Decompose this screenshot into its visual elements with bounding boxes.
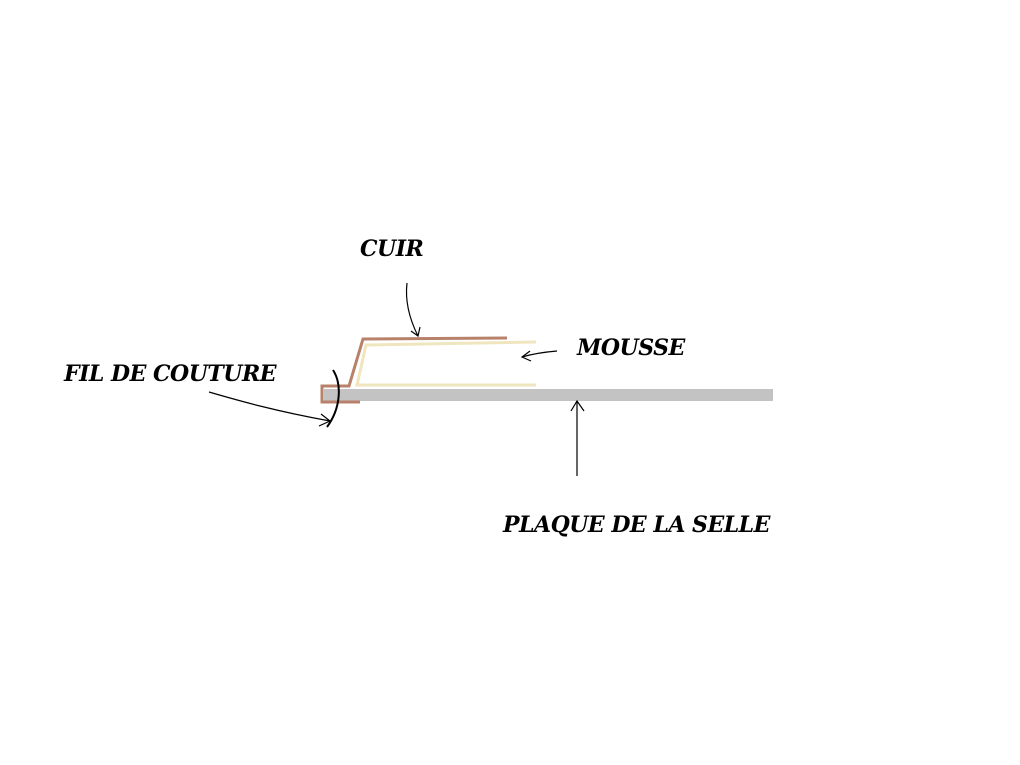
- stitching-thread: [326, 369, 340, 428]
- arrow-fil-de-couture: [208, 391, 332, 427]
- leather-layer: [320, 336, 508, 404]
- arrow-plaque-de-la-selle: [570, 399, 585, 476]
- arrow-mousse: [520, 350, 558, 362]
- foam-layer: [355, 340, 537, 387]
- label-fil-de-couture: FIL DE COUTURE: [63, 361, 278, 387]
- arrow-cuir: [405, 282, 421, 338]
- label-plaque-de-la-selle: PLAQUE DE LA SELLE: [502, 512, 772, 538]
- label-mousse: MOUSSE: [576, 335, 686, 361]
- label-cuir: CUIR: [360, 236, 423, 262]
- saddle-plate: [324, 389, 773, 401]
